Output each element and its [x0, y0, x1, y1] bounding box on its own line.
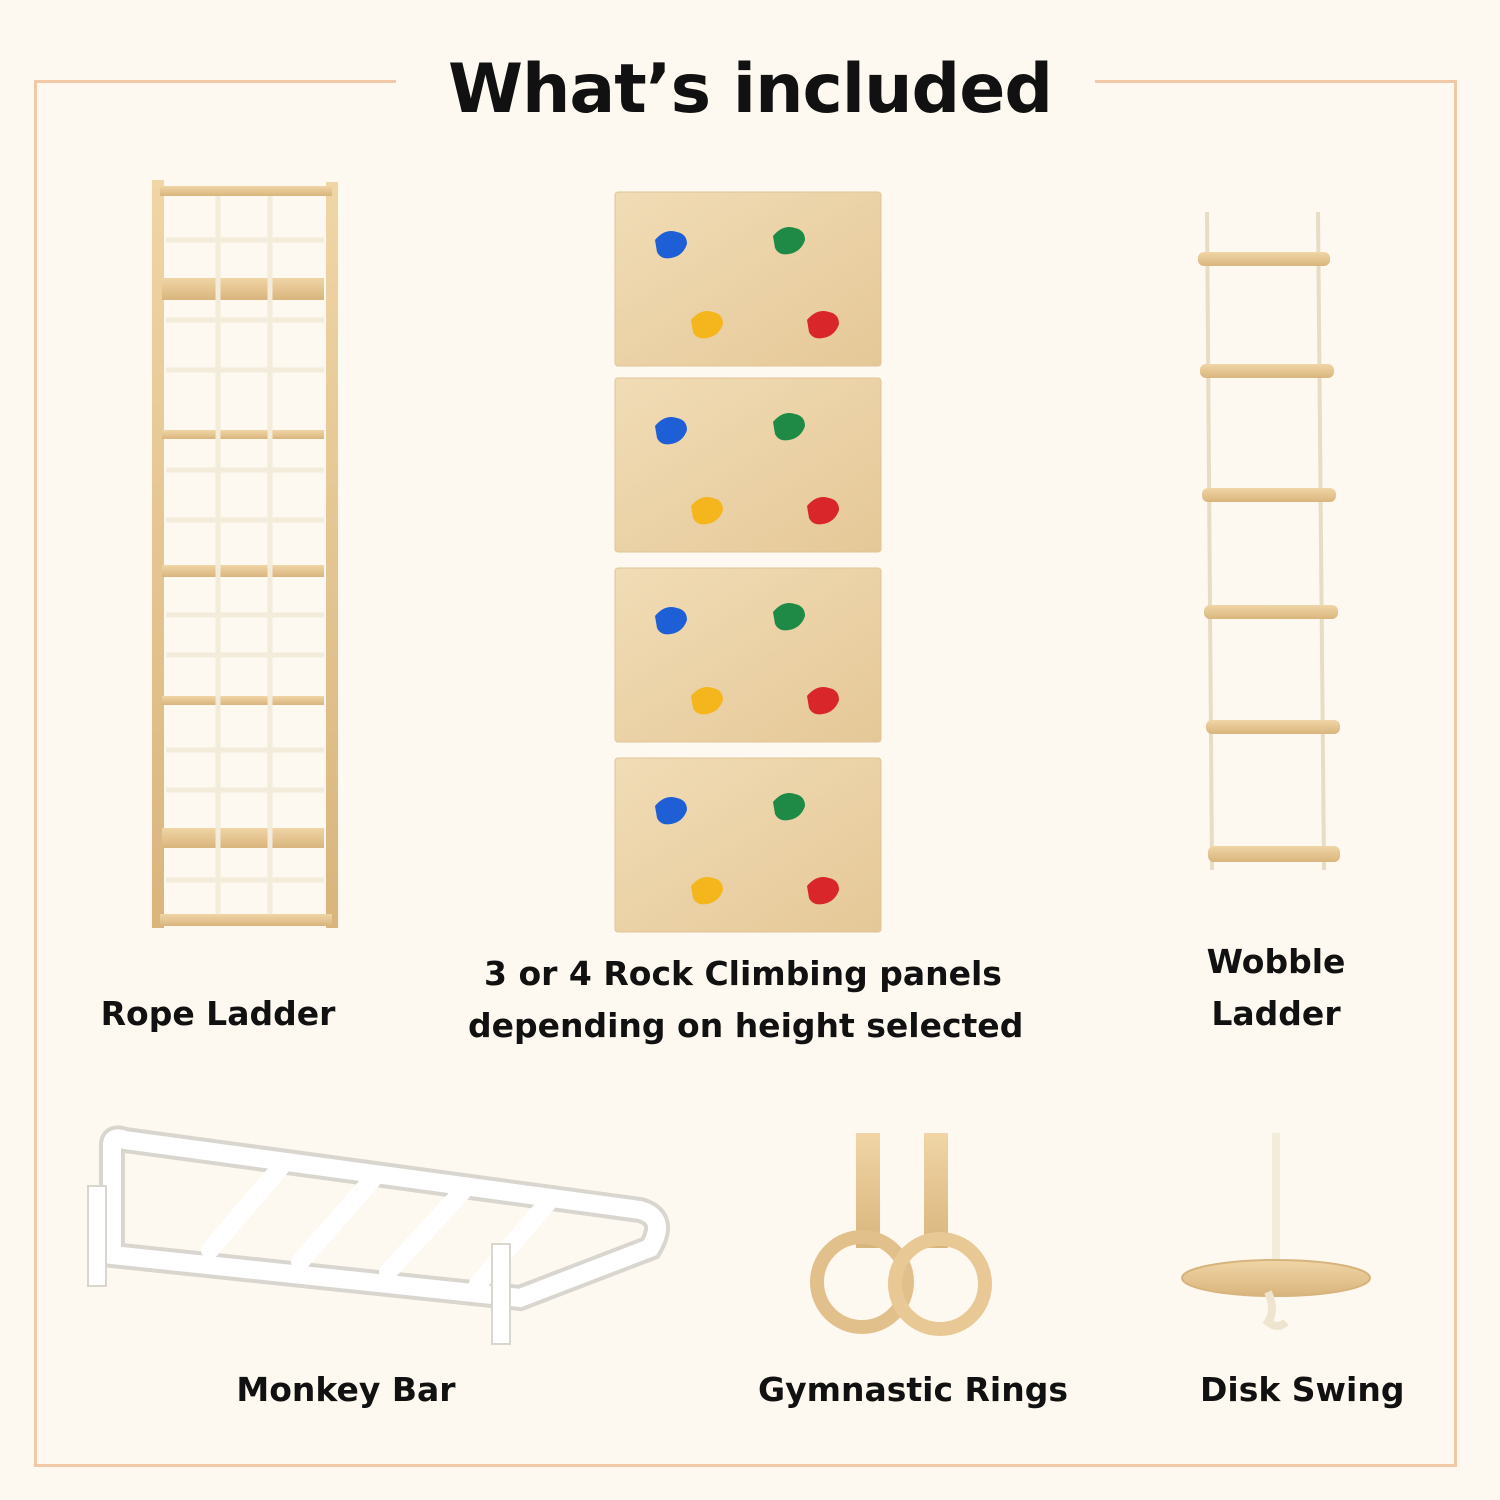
climbing-panels-label-line-1: 3 or 4 Rock Climbing panels — [484, 954, 1002, 993]
climbing-panels-illustration — [614, 191, 882, 933]
disk-swing-label: Disk Swing — [1200, 1370, 1405, 1409]
frame-right — [1454, 80, 1457, 1467]
monkey-bar-label: Monkey Bar — [236, 1370, 456, 1409]
wobble-ladder-label: Wobble Ladder — [1176, 936, 1376, 1040]
gymnastic-rings-label: Gymnastic Rings — [758, 1370, 1069, 1409]
frame-top-left — [34, 80, 396, 83]
wobble-ladder-label-line-2: Ladder — [1211, 994, 1341, 1033]
climbing-panels-label-line-2: depending on height selected — [468, 1006, 1024, 1045]
wobble-ladder-label-line-1: Wobble — [1206, 942, 1346, 981]
frame-bottom — [34, 1464, 1457, 1467]
wobble-ladder-illustration — [1198, 211, 1340, 871]
climbing-panels-label: 3 or 4 Rock Climbing panels depending on… — [468, 948, 1024, 1052]
frame-left — [34, 80, 37, 1467]
monkey-bar-illustration — [87, 1125, 670, 1345]
gymnastic-rings-illustration — [810, 1133, 992, 1336]
disk-swing-illustration — [1181, 1133, 1371, 1330]
page-title: What’s included — [447, 50, 1053, 129]
frame-top-right — [1095, 80, 1457, 83]
rope-ladder-label: Rope Ladder — [100, 994, 336, 1033]
rope-ladder-illustration — [152, 180, 338, 928]
